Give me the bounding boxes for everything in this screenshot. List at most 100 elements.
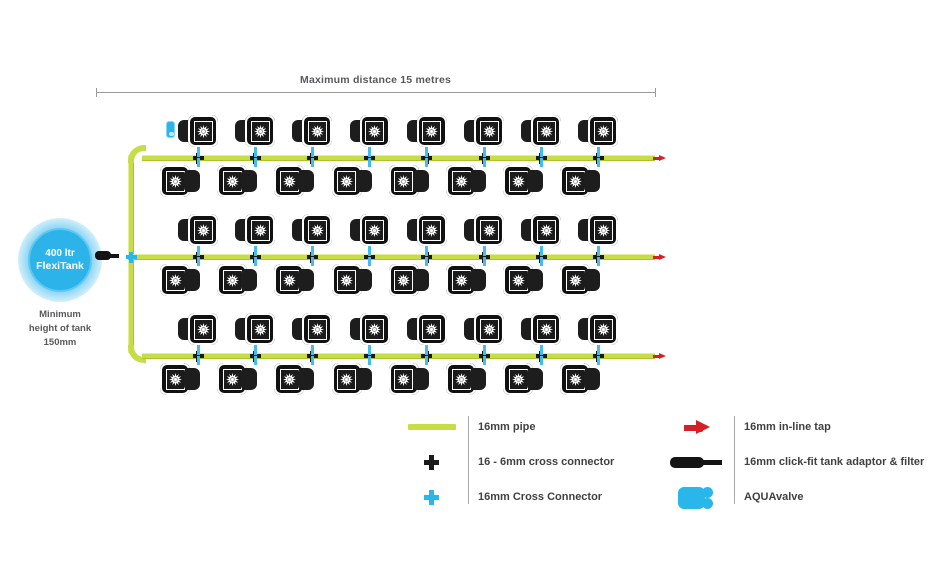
pot-inner xyxy=(394,170,414,192)
pot-inner xyxy=(279,269,299,291)
pot-inner xyxy=(508,269,528,291)
dimension-line xyxy=(96,92,656,93)
pot-pod xyxy=(412,170,429,192)
feeder-tube-up-r2-c7 xyxy=(539,242,543,256)
feeder-tube-up-r1-c1 xyxy=(196,143,200,157)
pot-inner xyxy=(193,318,213,340)
pot-module xyxy=(406,313,447,345)
pot-inner xyxy=(307,120,327,142)
feeder-tube-up-r3-c4 xyxy=(368,341,372,355)
pot-body xyxy=(531,115,562,147)
dimension-tick-left xyxy=(96,88,97,97)
pot-inner xyxy=(337,368,357,390)
pot-inner xyxy=(165,269,185,291)
legend-item-pipe: 16mm pipe xyxy=(400,412,660,442)
pot-body xyxy=(388,165,419,197)
legend-item-blue-cross: 16mm Cross Connector xyxy=(400,482,660,512)
pot-module xyxy=(331,363,372,395)
feeder-tube-up-r2-c1 xyxy=(196,242,200,256)
feeder-tube-down-r3-c2 xyxy=(253,356,257,365)
pot-inner xyxy=(565,269,585,291)
pot-inner xyxy=(365,120,385,142)
pot-module xyxy=(406,115,447,147)
in-line-tap-3 xyxy=(653,352,666,360)
pot-body xyxy=(588,115,619,147)
feeder-tube-up-r2-c4 xyxy=(368,242,372,256)
pot-body xyxy=(416,214,447,246)
blue-cross-connector-icon xyxy=(400,482,462,512)
tank-capacity-label: 400 ltr xyxy=(45,247,75,259)
pot-inner xyxy=(307,219,327,241)
pot-inner xyxy=(307,318,327,340)
legend-item-black-cross: 16 - 6mm cross connector xyxy=(400,447,660,477)
pot-inner xyxy=(337,170,357,192)
feeder-tube-up-r3-c2 xyxy=(253,341,257,355)
pot-module xyxy=(578,313,619,345)
legend-label-aquavalve: AQUAvalve xyxy=(744,491,804,503)
pot-module xyxy=(349,115,390,147)
in-line-tap-icon xyxy=(666,412,728,442)
feeder-tube-down-r2-c2 xyxy=(253,257,257,266)
pot-module xyxy=(521,115,562,147)
feeder-tube-down-r1-c7 xyxy=(539,158,543,167)
pot-body xyxy=(188,214,218,246)
legend-divider-left xyxy=(468,416,469,504)
pot-body xyxy=(531,313,562,345)
pot-body xyxy=(531,214,562,246)
pot-inner xyxy=(422,219,442,241)
pot-inner xyxy=(451,368,471,390)
pot-module xyxy=(388,363,429,395)
pot-inner xyxy=(279,170,299,192)
tank-caption-line-1: Minimum xyxy=(39,309,81,320)
pot-module xyxy=(274,165,315,197)
pot-inner xyxy=(279,368,299,390)
feeder-tube-up-r1-c8 xyxy=(596,143,600,157)
pot-pod xyxy=(412,368,429,390)
in-line-tap-1 xyxy=(653,154,666,162)
feeder-tube-down-r2-c1 xyxy=(196,257,200,266)
pot-pod xyxy=(355,170,372,192)
feeder-tube-up-r1-c6 xyxy=(482,143,486,157)
feeder-tube-up-r1-c4 xyxy=(368,143,372,157)
pot-module xyxy=(292,313,333,345)
pot-pod xyxy=(584,170,601,192)
feeder-tube-up-r2-c5 xyxy=(425,242,429,256)
pot-module xyxy=(178,313,218,345)
pot-module xyxy=(560,363,601,395)
pot-module xyxy=(331,264,372,296)
pot-module xyxy=(446,363,486,395)
pot-module xyxy=(160,264,200,296)
black-cross-connector-icon xyxy=(400,447,462,477)
pot-module xyxy=(217,264,258,296)
tank-feed-cross-connector xyxy=(125,251,137,263)
pot-inner xyxy=(365,318,385,340)
pot-pod xyxy=(470,170,486,192)
pot-pod xyxy=(241,269,258,291)
pot-module xyxy=(235,214,276,246)
pot-module xyxy=(503,165,544,197)
pot-inner xyxy=(165,368,185,390)
feeder-tube-down-r3-c7 xyxy=(539,356,543,365)
pot-inner xyxy=(394,269,414,291)
pot-module xyxy=(292,115,333,147)
pot-inner xyxy=(479,318,499,340)
feeder-tube-up-r2-c3 xyxy=(310,242,314,256)
pot-pod xyxy=(298,170,315,192)
pot-module xyxy=(406,214,447,246)
pot-body xyxy=(245,115,276,147)
pot-pod xyxy=(584,368,601,390)
pot-inner xyxy=(422,120,442,142)
pot-body xyxy=(188,115,218,147)
pot-module xyxy=(292,214,333,246)
feeder-tube-down-r1-c1 xyxy=(196,158,200,167)
pot-pod xyxy=(527,269,544,291)
feeder-tube-up-r1-c5 xyxy=(425,143,429,157)
pot-module xyxy=(446,165,486,197)
pot-module xyxy=(178,115,218,147)
pot-pod xyxy=(298,368,315,390)
pot-module xyxy=(560,165,601,197)
feeder-tube-down-r3-c1 xyxy=(196,356,200,365)
pot-body xyxy=(359,313,390,345)
pot-module xyxy=(578,115,619,147)
pot-inner xyxy=(593,318,613,340)
